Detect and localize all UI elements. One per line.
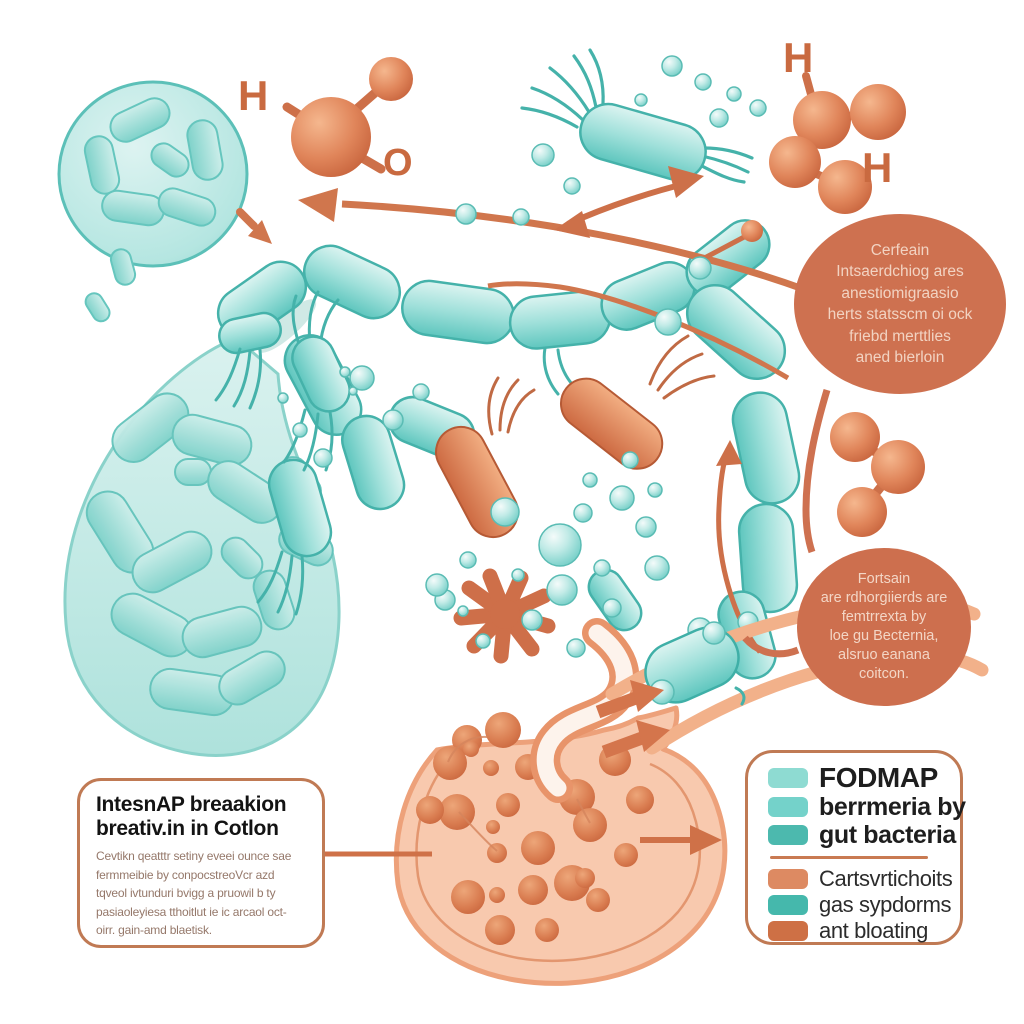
molecule-mid-right	[830, 412, 925, 537]
curve-line	[487, 281, 790, 381]
legend-label: berrmeria by	[819, 793, 966, 821]
legend-label: gas sypdorms	[819, 891, 952, 917]
legend-box: FODMAP berrmeria by gut bacteria Cartsvr…	[745, 750, 966, 945]
legend-label: FODMAP	[819, 762, 938, 793]
molecule-top-right	[769, 72, 906, 214]
speech-bubble-tails	[742, 388, 831, 658]
sweep-arrowhead	[298, 188, 338, 222]
flagella	[487, 334, 716, 436]
bubble-text-line: loe gu Becternia,	[829, 628, 939, 644]
gas-bubbles	[277, 55, 767, 660]
legend-swatch	[768, 768, 808, 788]
info-title-line: IntesnAP breaakion	[96, 793, 287, 816]
flow-arrows	[236, 166, 808, 654]
bubble-text-line: Cerfeain	[870, 241, 930, 259]
flagella	[214, 347, 334, 472]
legend-row: FODMAP	[768, 763, 960, 793]
info-body-line: Cevtikn qeatttr setiny eveei ounce sae	[96, 849, 292, 864]
bubble-text-line: Fortsain	[857, 571, 911, 587]
info-body-line: pasiaoleyiesa tthoitlut ie ic arcaol oct…	[96, 904, 287, 919]
legend-row: gas sypdorms	[768, 892, 960, 918]
legend-row: Cartsvrtichoits	[768, 866, 960, 892]
legend-swatch	[768, 868, 808, 889]
bubble-text-line: aned bierloin	[855, 349, 945, 366]
molecule-left	[282, 57, 413, 177]
escaping-bacterium	[644, 621, 746, 706]
connectors	[323, 825, 722, 857]
duct-arrows	[595, 680, 670, 759]
bubble-text-line: Intsaerdchiog ares	[836, 263, 964, 280]
legend-swatch	[768, 894, 808, 915]
small-arrow	[236, 208, 258, 230]
orange-bacteria	[435, 334, 716, 539]
info-box-body: Cevtikn qeatttr setiny eveei ounce sae f…	[96, 847, 306, 940]
legend-swatch	[768, 920, 808, 941]
colon-contents	[416, 712, 654, 945]
bubble-text-line: are rdhorgiierds are	[820, 590, 948, 606]
legend-row: berrmeria by	[768, 793, 966, 821]
oxygen-label-left: O	[383, 142, 413, 184]
legend-row: gut bacteria	[768, 821, 960, 849]
info-body-line: fermmeibie by conpocstreoVcr azd	[96, 867, 275, 882]
hydrogen-label-top-right: H	[783, 34, 814, 81]
hydrogen-label-left: H	[238, 72, 269, 119]
info-title-line: breativ.in in Cotlon	[96, 816, 279, 840]
bubble-text-line: herts statsscm oi ock	[827, 306, 973, 323]
pin-ball	[741, 220, 763, 242]
bubble-text-line: coitcon.	[859, 666, 909, 682]
speech-bubble-fortsain: Fortsain are rdhorgiierds are femtrrexta…	[797, 548, 971, 706]
info-body-line: oirr. gain-amd blaetisk.	[96, 923, 212, 938]
legend-label: Cartsvrtichoits	[819, 865, 953, 891]
pouch-inner-membrane	[415, 761, 702, 963]
bubble-text-line: alsruo eanana	[838, 647, 930, 663]
info-box-title: IntesnAP breaakion breativ.in in Cotlon	[96, 793, 306, 840]
legend-swatch	[768, 825, 808, 845]
legend-divider	[770, 856, 928, 859]
legend-row: ant bloating	[768, 918, 960, 944]
stomach-opening-bacteria	[214, 311, 351, 472]
bubble-text-line: friebd merttlies	[849, 327, 951, 345]
top-flagellated-bacterium	[520, 48, 754, 184]
legend-label: gut bacteria	[819, 821, 956, 849]
sweep-arrow	[341, 200, 808, 294]
double-arrow	[566, 180, 689, 227]
info-body-line: tqveol ivtunduri bvigg a pruowil b ty	[96, 886, 276, 901]
gut-bacteria-rods	[216, 219, 801, 680]
bubble-text-line: anestiomigraasio	[841, 284, 959, 302]
legend-label: ant bloating	[819, 917, 928, 943]
bacteria-cell-cluster	[57, 80, 249, 323]
hydrogen-label-right: H	[862, 144, 893, 191]
bubble-text-line: femtrrexta by	[841, 609, 927, 625]
legend-swatch	[768, 797, 808, 817]
info-box: IntesnAP breaakion breativ.in in Cotlon …	[77, 778, 325, 948]
speech-bubble-certain: Cerfeain Intsaerdchiog ares anestiomigra…	[794, 214, 1006, 394]
